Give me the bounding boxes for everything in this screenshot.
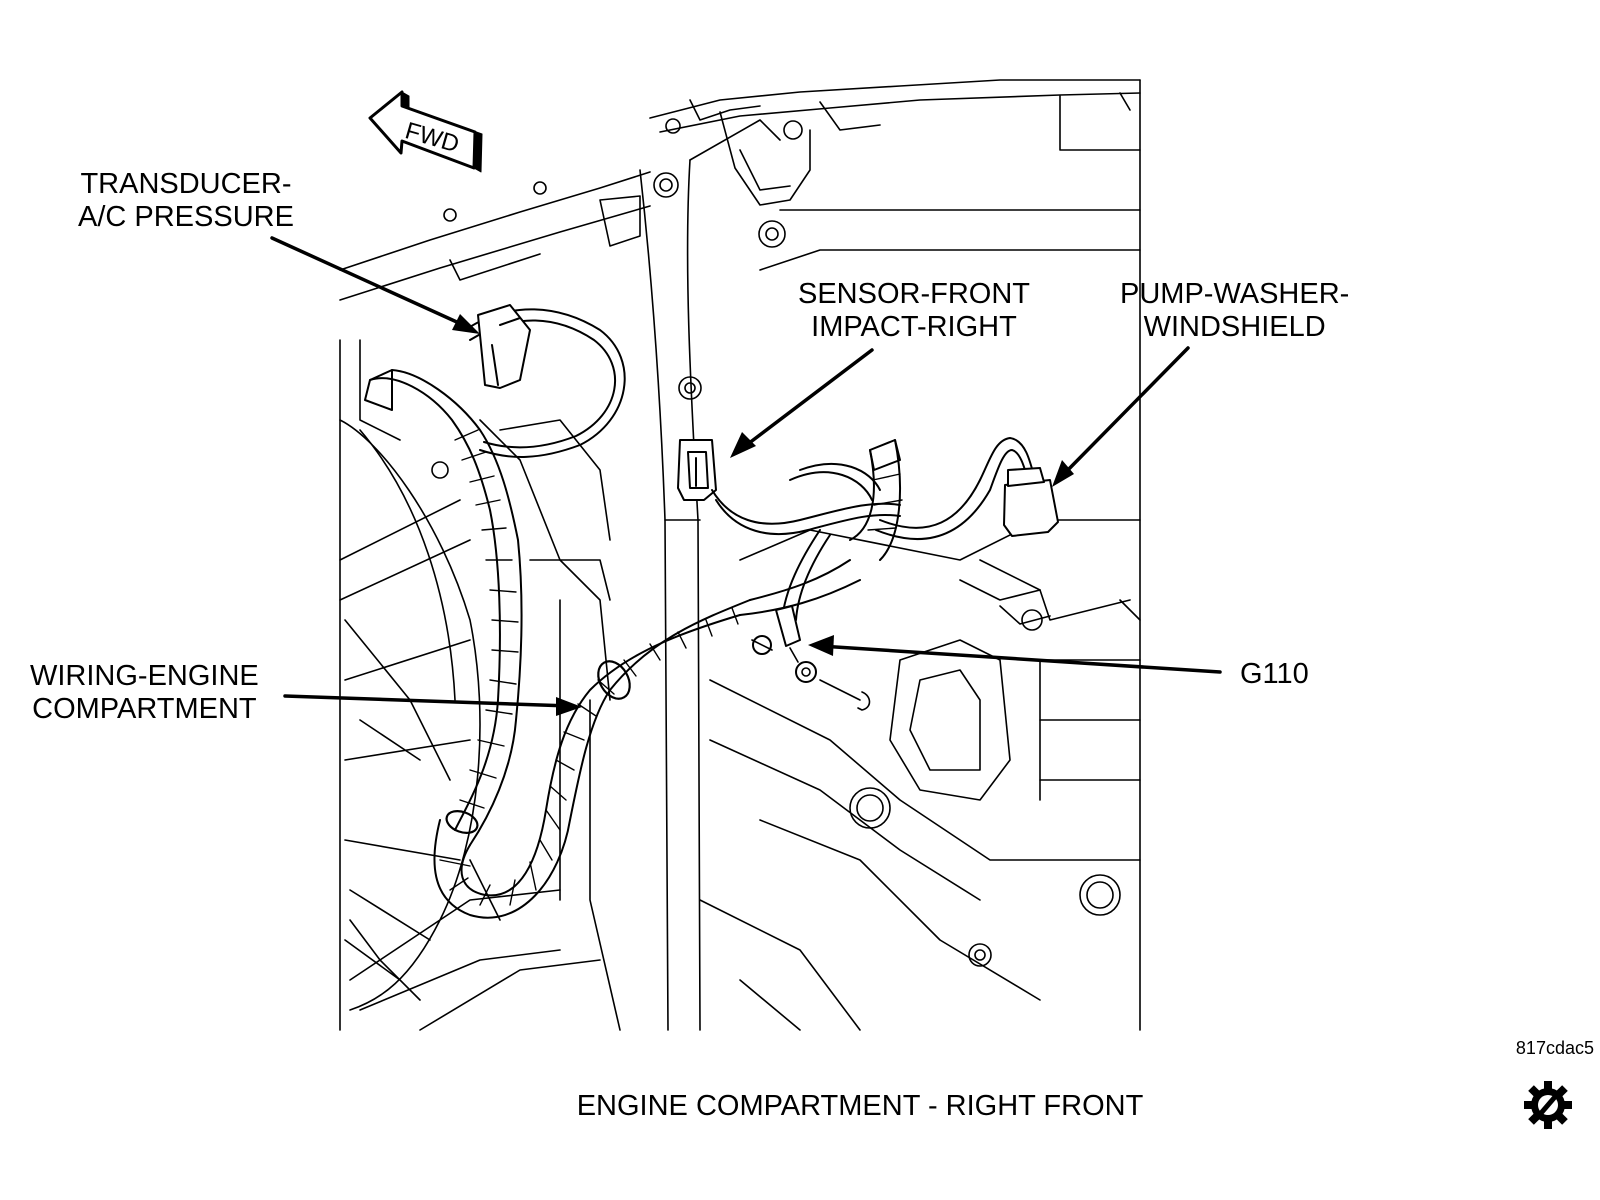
washer-pump-connector-icon — [1003, 467, 1059, 537]
sensor-front-impact-right-label: SENSOR-FRONT IMPACT-RIGHT — [798, 278, 1030, 344]
wiring-label-line-2: COMPARTMENT — [32, 693, 257, 725]
pump-label-line-2: WINDSHIELD — [1143, 311, 1326, 343]
figure-id: 817cdac5 — [1515, 1038, 1594, 1058]
wiring-engine-compartment-label: WIRING-ENGINE COMPARTMENT — [30, 660, 259, 726]
transducer-label-line-2: A/C PRESSURE — [78, 201, 294, 233]
wiring-label-line-1: WIRING-ENGINE — [30, 660, 259, 692]
transducer-label-line-1: TRANSDUCER- — [80, 168, 292, 200]
pump-washer-windshield-label: PUMP-WASHER- WINDSHIELD — [1120, 278, 1349, 344]
gear-logo-icon — [1524, 1081, 1572, 1129]
impact-sensor-connector-icon — [677, 439, 717, 501]
g110-ground-label: G110 — [1240, 658, 1309, 690]
leader-lines — [270, 236, 1222, 708]
sensor-label-line-2: IMPACT-RIGHT — [811, 311, 1017, 343]
fwd-arrow-icon: FWD — [368, 90, 483, 173]
transducer-ac-pressure-label: TRANSDUCER- A/C PRESSURE — [78, 168, 294, 234]
pump-label-line-1: PUMP-WASHER- — [1120, 278, 1350, 310]
sensor-label-line-1: SENSOR-FRONT — [798, 278, 1030, 310]
figure-caption: ENGINE COMPARTMENT - RIGHT FRONT — [576, 1090, 1144, 1122]
transducer-connector-icon — [477, 304, 531, 389]
